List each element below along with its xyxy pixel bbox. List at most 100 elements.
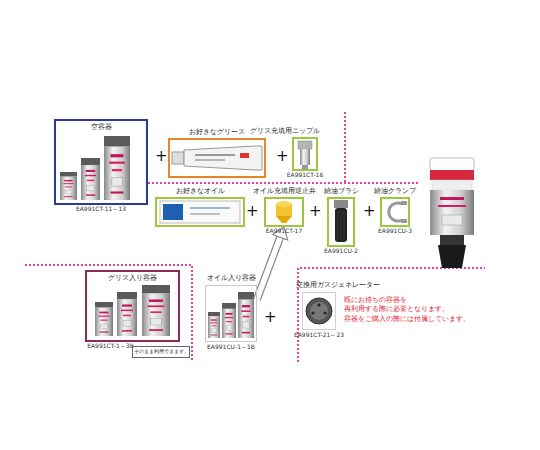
product-code: EA991CT-17 [266, 228, 302, 235]
part-heading: グリス充填用ニップル [250, 128, 320, 136]
part-heading: オイル充填用逆止弁 [253, 188, 316, 196]
check-valve [276, 201, 292, 223]
oil-container-box: オイル入り容器EA991CU-1～1B [205, 285, 257, 342]
part-heading: 給油クランプ [374, 188, 416, 196]
oil-box: お好きなオイル [155, 197, 245, 227]
oiling-clamp [389, 201, 407, 223]
grease-tube-part [240, 153, 249, 158]
grease-box: お好きなグリース [168, 138, 266, 178]
product-code: EA991CU-3 [378, 228, 412, 235]
pink-dotted-divider-part [148, 182, 420, 184]
product-code: EA991CT-21～23 [294, 332, 344, 339]
lubricator-assembly-part [430, 170, 474, 180]
plus-sign: + [363, 203, 376, 220]
grease-container-set-part [142, 285, 170, 336]
product-code: EA991CT-11～13 [76, 206, 126, 213]
part-heading: グリス入り容器 [108, 275, 157, 283]
arrow-shaft-fill [257, 236, 280, 299]
nipple-box: グリス充填用ニップルEA991CT-16 [292, 137, 318, 171]
oil-can-part [163, 204, 183, 220]
pink-dotted-divider-part [344, 112, 346, 183]
oiling-brush-part [338, 210, 344, 240]
gas-generator-part [323, 311, 326, 314]
product-code: EA991CT-16 [287, 172, 323, 179]
part-heading: 空容器 [91, 124, 112, 132]
gas-generator-part [306, 298, 332, 324]
grease-tube-part [184, 146, 262, 170]
oil-can-part [190, 213, 220, 215]
lubricator-assembly-part [440, 235, 464, 245]
lubricator-assembly-part [430, 158, 474, 172]
grease-container-set-part [95, 302, 113, 336]
flow-arrow [257, 227, 288, 299]
oil-can-part [160, 201, 240, 223]
oil-container-set [208, 292, 254, 338]
clamp-box: 給油クランプEA991CU-3 [380, 197, 410, 227]
plus-sign: + [246, 203, 259, 220]
part-heading: 給油ブラシ [324, 188, 359, 196]
grease-container-set [95, 285, 170, 336]
grease-nipple-part [302, 165, 308, 169]
plus-sign: + [309, 203, 322, 220]
oil-can-part [190, 207, 230, 209]
grease-tube [172, 146, 262, 170]
oiling-clamp-part [401, 219, 407, 223]
lubricator-assembly-part [440, 197, 464, 200]
pink-dotted-divider-part [25, 265, 192, 362]
grease-nipple-part [298, 141, 312, 149]
oiling-brush-part [334, 200, 348, 208]
plus-sign: + [276, 148, 289, 165]
pink-dotted-divider [25, 112, 485, 362]
check-valve-part [276, 201, 292, 207]
part-heading: オイル入り容器 [207, 275, 256, 283]
gas-generator-box: 交換用ガスジェネレーターEA991CT-21～23 [302, 292, 336, 330]
grease-tube-part [195, 154, 235, 156]
lubricator-assembly [430, 158, 474, 268]
part-heading: 交換用ガスジェネレーター [296, 282, 380, 290]
oiling-clamp-part [401, 201, 407, 205]
valve-box: オイル充填用逆止弁EA991CT-17 [264, 197, 304, 227]
empty-container-set [60, 136, 130, 200]
empty-container-set-part [60, 172, 77, 200]
part-heading: お好きなオイル [176, 188, 225, 196]
oiling-brush-part [335, 208, 347, 242]
grease-tube-part [195, 159, 225, 161]
part-heading: お好きなグリース [189, 129, 245, 137]
product-code: EA991CU-1～1B [207, 344, 255, 351]
empty-container-set-part [104, 136, 130, 200]
gas-generator-part [311, 311, 314, 314]
gas-generator-part [310, 302, 328, 320]
product-code: EA991CT-1～3B [87, 343, 134, 350]
empty-container-set-part [81, 158, 100, 200]
grease-container-set-part [117, 292, 137, 336]
oil-container-set-part [222, 303, 236, 338]
plus-sign: + [155, 148, 168, 165]
lubricator-assembly-part [432, 180, 472, 190]
lubricator-assembly-part [430, 190, 474, 235]
grease-container-box: グリス入り容器EA991CT-1～3B [85, 270, 180, 342]
oil-can [160, 201, 240, 223]
lubricator-assembly-part [438, 205, 466, 207]
check-valve-part [276, 216, 292, 223]
product-code: EA991CU-2 [324, 248, 358, 255]
gas-generator-part [317, 303, 320, 306]
oiling-brush [334, 200, 348, 242]
part-heading: そのまま利用できます。 [134, 349, 189, 355]
grease-nipple [298, 141, 312, 169]
grease-nipple-part [300, 149, 310, 165]
arrow-shaft [257, 236, 280, 299]
note-text: 既にお持ちの容器を 再利用する際に必要となります。 容器をご購入の際には付属して… [344, 296, 479, 324]
oil-container-set-part [238, 292, 254, 338]
note-box: そのまま利用できます。 [132, 346, 190, 358]
oiling-clamp-part [389, 203, 402, 221]
grease-tube-part [172, 152, 184, 164]
gas-generator [306, 298, 332, 324]
brush-box: 給油ブラシEA991CU-2 [327, 197, 355, 247]
empty-container-box: 空容器EA991CT-11～13 [54, 119, 148, 205]
lubricator-assembly-part [438, 245, 466, 268]
oil-container-set-part [208, 312, 220, 338]
plus-sign: + [264, 309, 277, 326]
